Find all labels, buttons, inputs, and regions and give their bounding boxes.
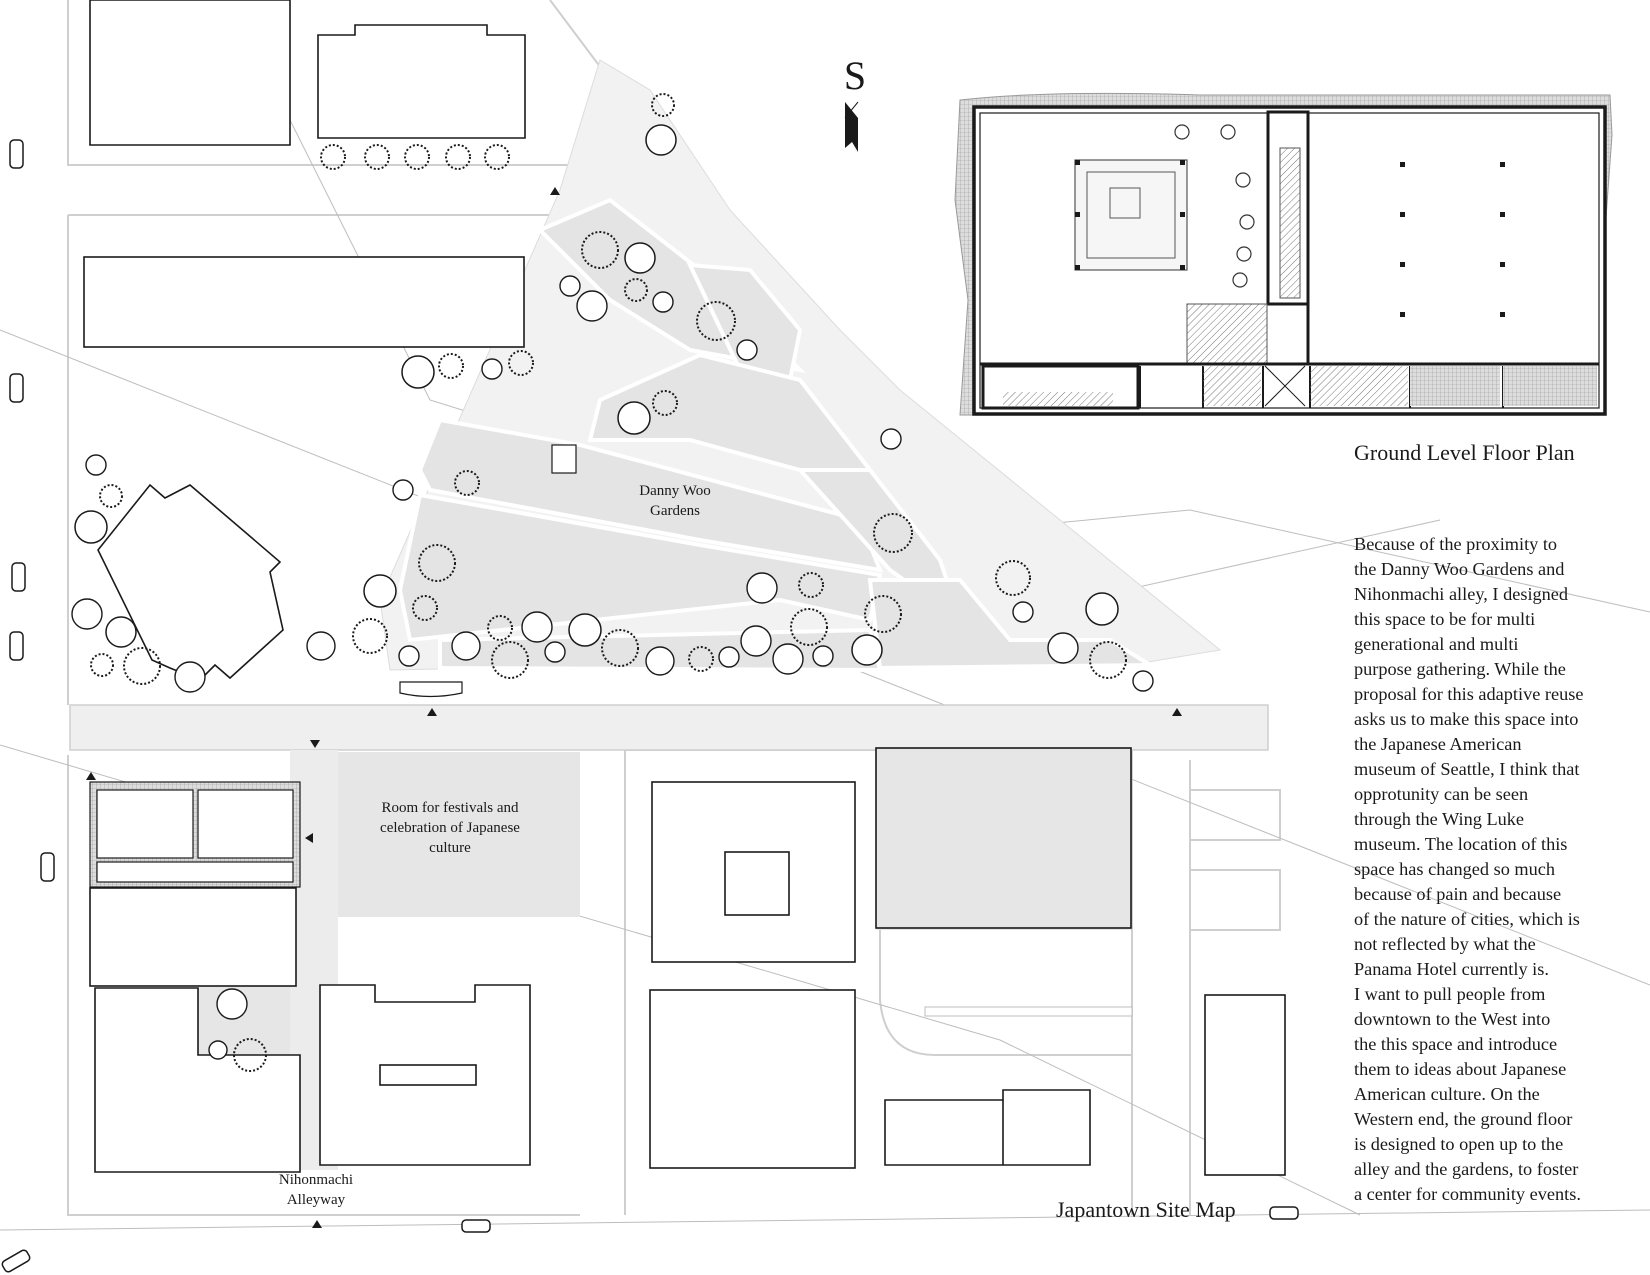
north-arrow-icon	[844, 101, 859, 152]
shrub-icons	[85, 275, 1154, 1060]
tree-icons	[90, 93, 1127, 1072]
garden-terraces	[397, 197, 1157, 673]
garden-shed	[551, 444, 577, 474]
entry-marker-icons	[86, 187, 1182, 1228]
mini-floor-plan	[89, 781, 301, 888]
alleyway-label: Nihonmachi Alleyway	[278, 1172, 354, 1208]
design-description: Because of the proximity to the Danny Wo…	[1354, 534, 1584, 1204]
buildings	[83, 0, 1286, 1176]
danny-woo-gardens-label: Danny Woo Gardens	[639, 483, 711, 519]
floor-plan-title: Ground Level Floor Plan	[1354, 440, 1575, 465]
festival-room-label: Room for festivals and celebration of Ja…	[380, 800, 520, 856]
ground-floor-plan	[954, 92, 1613, 416]
bench	[399, 681, 463, 698]
diamond-building	[97, 483, 284, 681]
long-building	[83, 256, 525, 348]
canopy-icons	[74, 124, 1119, 666]
site-map-title: Japantown Site Map	[1056, 1197, 1236, 1222]
jackson-street	[69, 704, 1269, 751]
north-arrow-label: S	[843, 53, 867, 98]
car-icons	[1, 139, 1299, 1273]
umbrella-icons	[71, 290, 1079, 1020]
building-nw	[89, 0, 291, 146]
